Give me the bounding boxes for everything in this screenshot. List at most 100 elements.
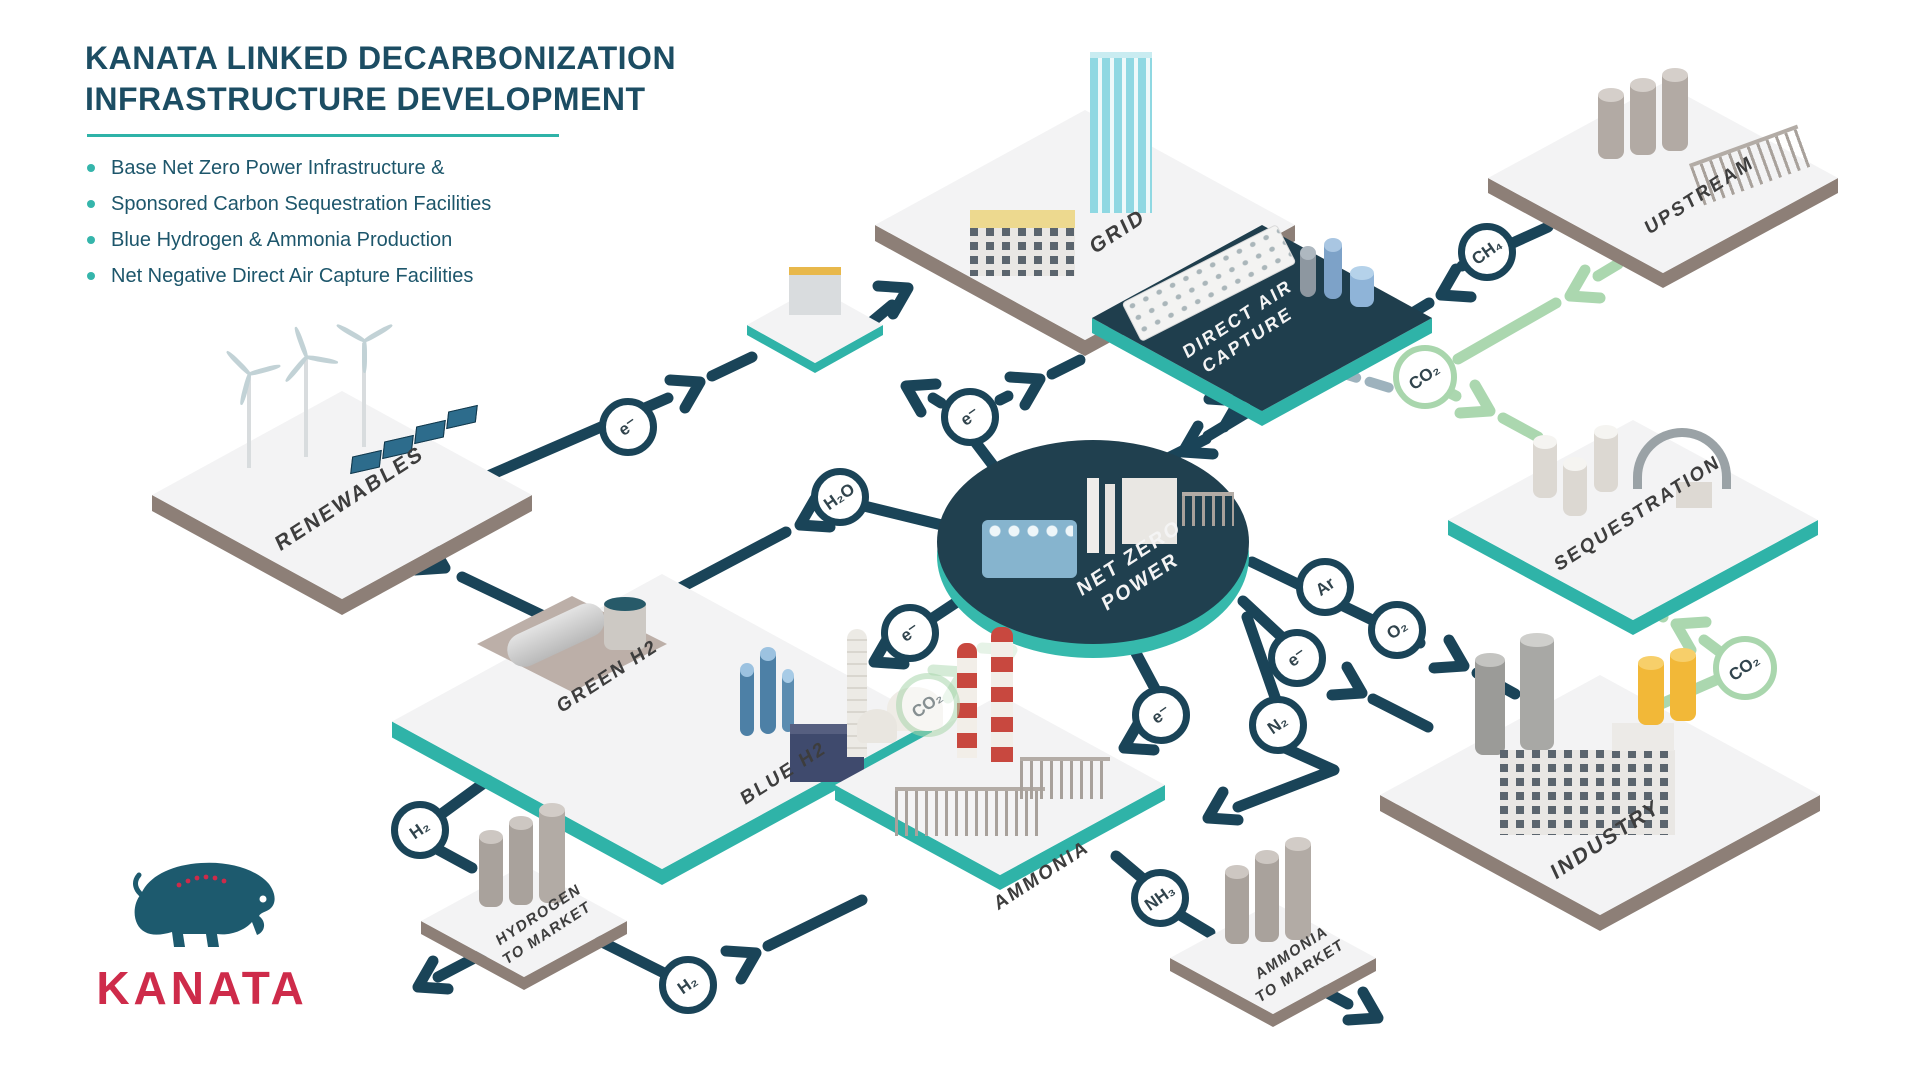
flow-label: H₂: [674, 971, 702, 999]
flow-label: H₂: [406, 816, 434, 844]
bullet-list: Base Net Zero Power Infrastructure & Spo…: [85, 157, 676, 288]
line-market-h2b: [594, 935, 678, 983]
arrow-icon: [1326, 661, 1368, 701]
platform-direct-air-capture: [1092, 223, 1432, 426]
flow-node-electron: e⁻: [599, 398, 657, 456]
arrow-icon: [1428, 634, 1470, 674]
line-upstream-co2: [1592, 258, 1624, 282]
platform-sequestration: [1448, 420, 1818, 635]
kanata-logo: KANATA: [92, 852, 312, 1015]
arrow-icon: [1202, 786, 1244, 826]
factory-building-icon: [1500, 750, 1675, 835]
platform-industry: [1380, 633, 1820, 931]
header: KANATA LINKED DECARBONIZATION INFRASTRUC…: [85, 38, 676, 301]
tank-icon: [1324, 238, 1342, 299]
flow-node-electron: e⁻: [1132, 686, 1190, 744]
blue-column-icon: [782, 669, 794, 732]
storage-tank-icon: [1598, 88, 1624, 159]
bullet-item: Base Net Zero Power Infrastructure &: [85, 157, 676, 180]
flow-label: NH₃: [1140, 880, 1179, 915]
export-tank-icon: [479, 830, 503, 907]
platform-upstream: [1488, 68, 1838, 288]
bison-icon: [133, 862, 275, 947]
factory-roof-icon: [1612, 723, 1674, 751]
platform-ammonia-to-market: [1170, 837, 1376, 1027]
arrow-icon: [664, 374, 706, 414]
flow-node-co2: CO₂: [1393, 345, 1457, 409]
flow-label: H₂O: [820, 479, 859, 514]
line-e-to-grid: [1046, 354, 1086, 380]
silo-icon: [604, 597, 646, 650]
chimney-icon: [1520, 633, 1554, 750]
page-title: KANATA LINKED DECARBONIZATION INFRASTRUC…: [85, 38, 676, 120]
flow-label: CO₂: [1725, 650, 1764, 685]
export-tank-icon: [1225, 865, 1249, 944]
flow-node-n2: N₂: [1249, 696, 1307, 754]
platform-transformer: [747, 267, 883, 373]
line-to-transformer: [706, 351, 758, 382]
line-nzp-n2: [1241, 611, 1282, 706]
line-e-branch-right: [994, 390, 1014, 406]
line-h2-market: [431, 843, 478, 874]
flow-node-co2: CO₂: [1713, 636, 1777, 700]
solar-panel-icon: [446, 404, 478, 430]
line-h2b-ammonia: [762, 894, 868, 952]
flow-label: e⁻: [1283, 644, 1310, 671]
switchgear-icon: [1182, 492, 1234, 526]
arrow-icon: [1342, 986, 1384, 1026]
flow-node-electron: e⁻: [941, 388, 999, 446]
flow-label: N₂: [1264, 711, 1292, 739]
platform-net-zero-power: [937, 440, 1249, 644]
flow-label: CO₂: [1405, 359, 1444, 394]
line-greenh2-h2: [430, 774, 494, 824]
line-e-branch-left: [927, 392, 947, 409]
platform-ammonia: [835, 627, 1165, 890]
line-nzp-h2o: [854, 499, 956, 533]
arrow-icon: [794, 493, 836, 533]
arrow-icon: [1177, 420, 1219, 460]
export-tank-icon: [509, 816, 533, 905]
pipe-rack-icon: [1020, 757, 1110, 799]
arrow-icon: [1564, 264, 1606, 304]
line-h2o-greenh2: [674, 526, 792, 594]
arrow-icon: [900, 378, 942, 418]
export-tank-icon: [1285, 837, 1311, 940]
platform-green-blue-h2: [392, 574, 932, 885]
platform-renewables: [152, 322, 532, 615]
blue-column-icon: [740, 663, 754, 736]
platform-hydrogen-to-market: [421, 803, 627, 990]
storage-tank-icon: [1630, 78, 1656, 155]
power-unit-icon: [982, 520, 1077, 578]
line-e-industry: [1367, 693, 1434, 733]
arrow-icon: [412, 955, 454, 995]
flow-node-h2: H₂: [391, 801, 449, 859]
title-line-1: KANATA LINKED DECARBONIZATION: [85, 40, 677, 76]
chimney-icon: [1475, 653, 1505, 755]
flow-node-co2-faded: CO₂: [896, 673, 960, 737]
tank-icon: [1350, 266, 1374, 307]
flow-label: e⁻: [956, 403, 983, 430]
office-roof-icon: [970, 210, 1075, 228]
transformer-icon: [789, 267, 841, 315]
flow-node-electron: e⁻: [1268, 629, 1326, 687]
logo-wordmark: KANATA: [96, 962, 308, 1014]
arrow-icon: [872, 280, 914, 320]
line-co2a: [1452, 297, 1562, 365]
injection-pipe-icon: [1633, 428, 1731, 489]
flow-label: O₂: [1382, 615, 1411, 644]
flow-label: e⁻: [614, 413, 641, 440]
flow-label: CH₄: [1467, 234, 1506, 269]
wind-turbine-icon: [224, 349, 281, 468]
stack-icon: [1105, 484, 1115, 554]
storage-tank-icon: [1662, 68, 1688, 151]
export-tank-icon: [1255, 850, 1279, 942]
yellow-tank-icon: [1638, 656, 1664, 725]
title-underline: [87, 133, 559, 137]
flow-node-ch4: CH₄: [1458, 223, 1516, 281]
flow-node-h2: H₂: [659, 956, 717, 1014]
bullet-item: Net Negative Direct Air Capture Faciliti…: [85, 265, 676, 288]
striped-stack-icon: [957, 643, 977, 758]
wind-turbine-icon: [335, 322, 393, 447]
blue-column-icon: [760, 647, 776, 734]
